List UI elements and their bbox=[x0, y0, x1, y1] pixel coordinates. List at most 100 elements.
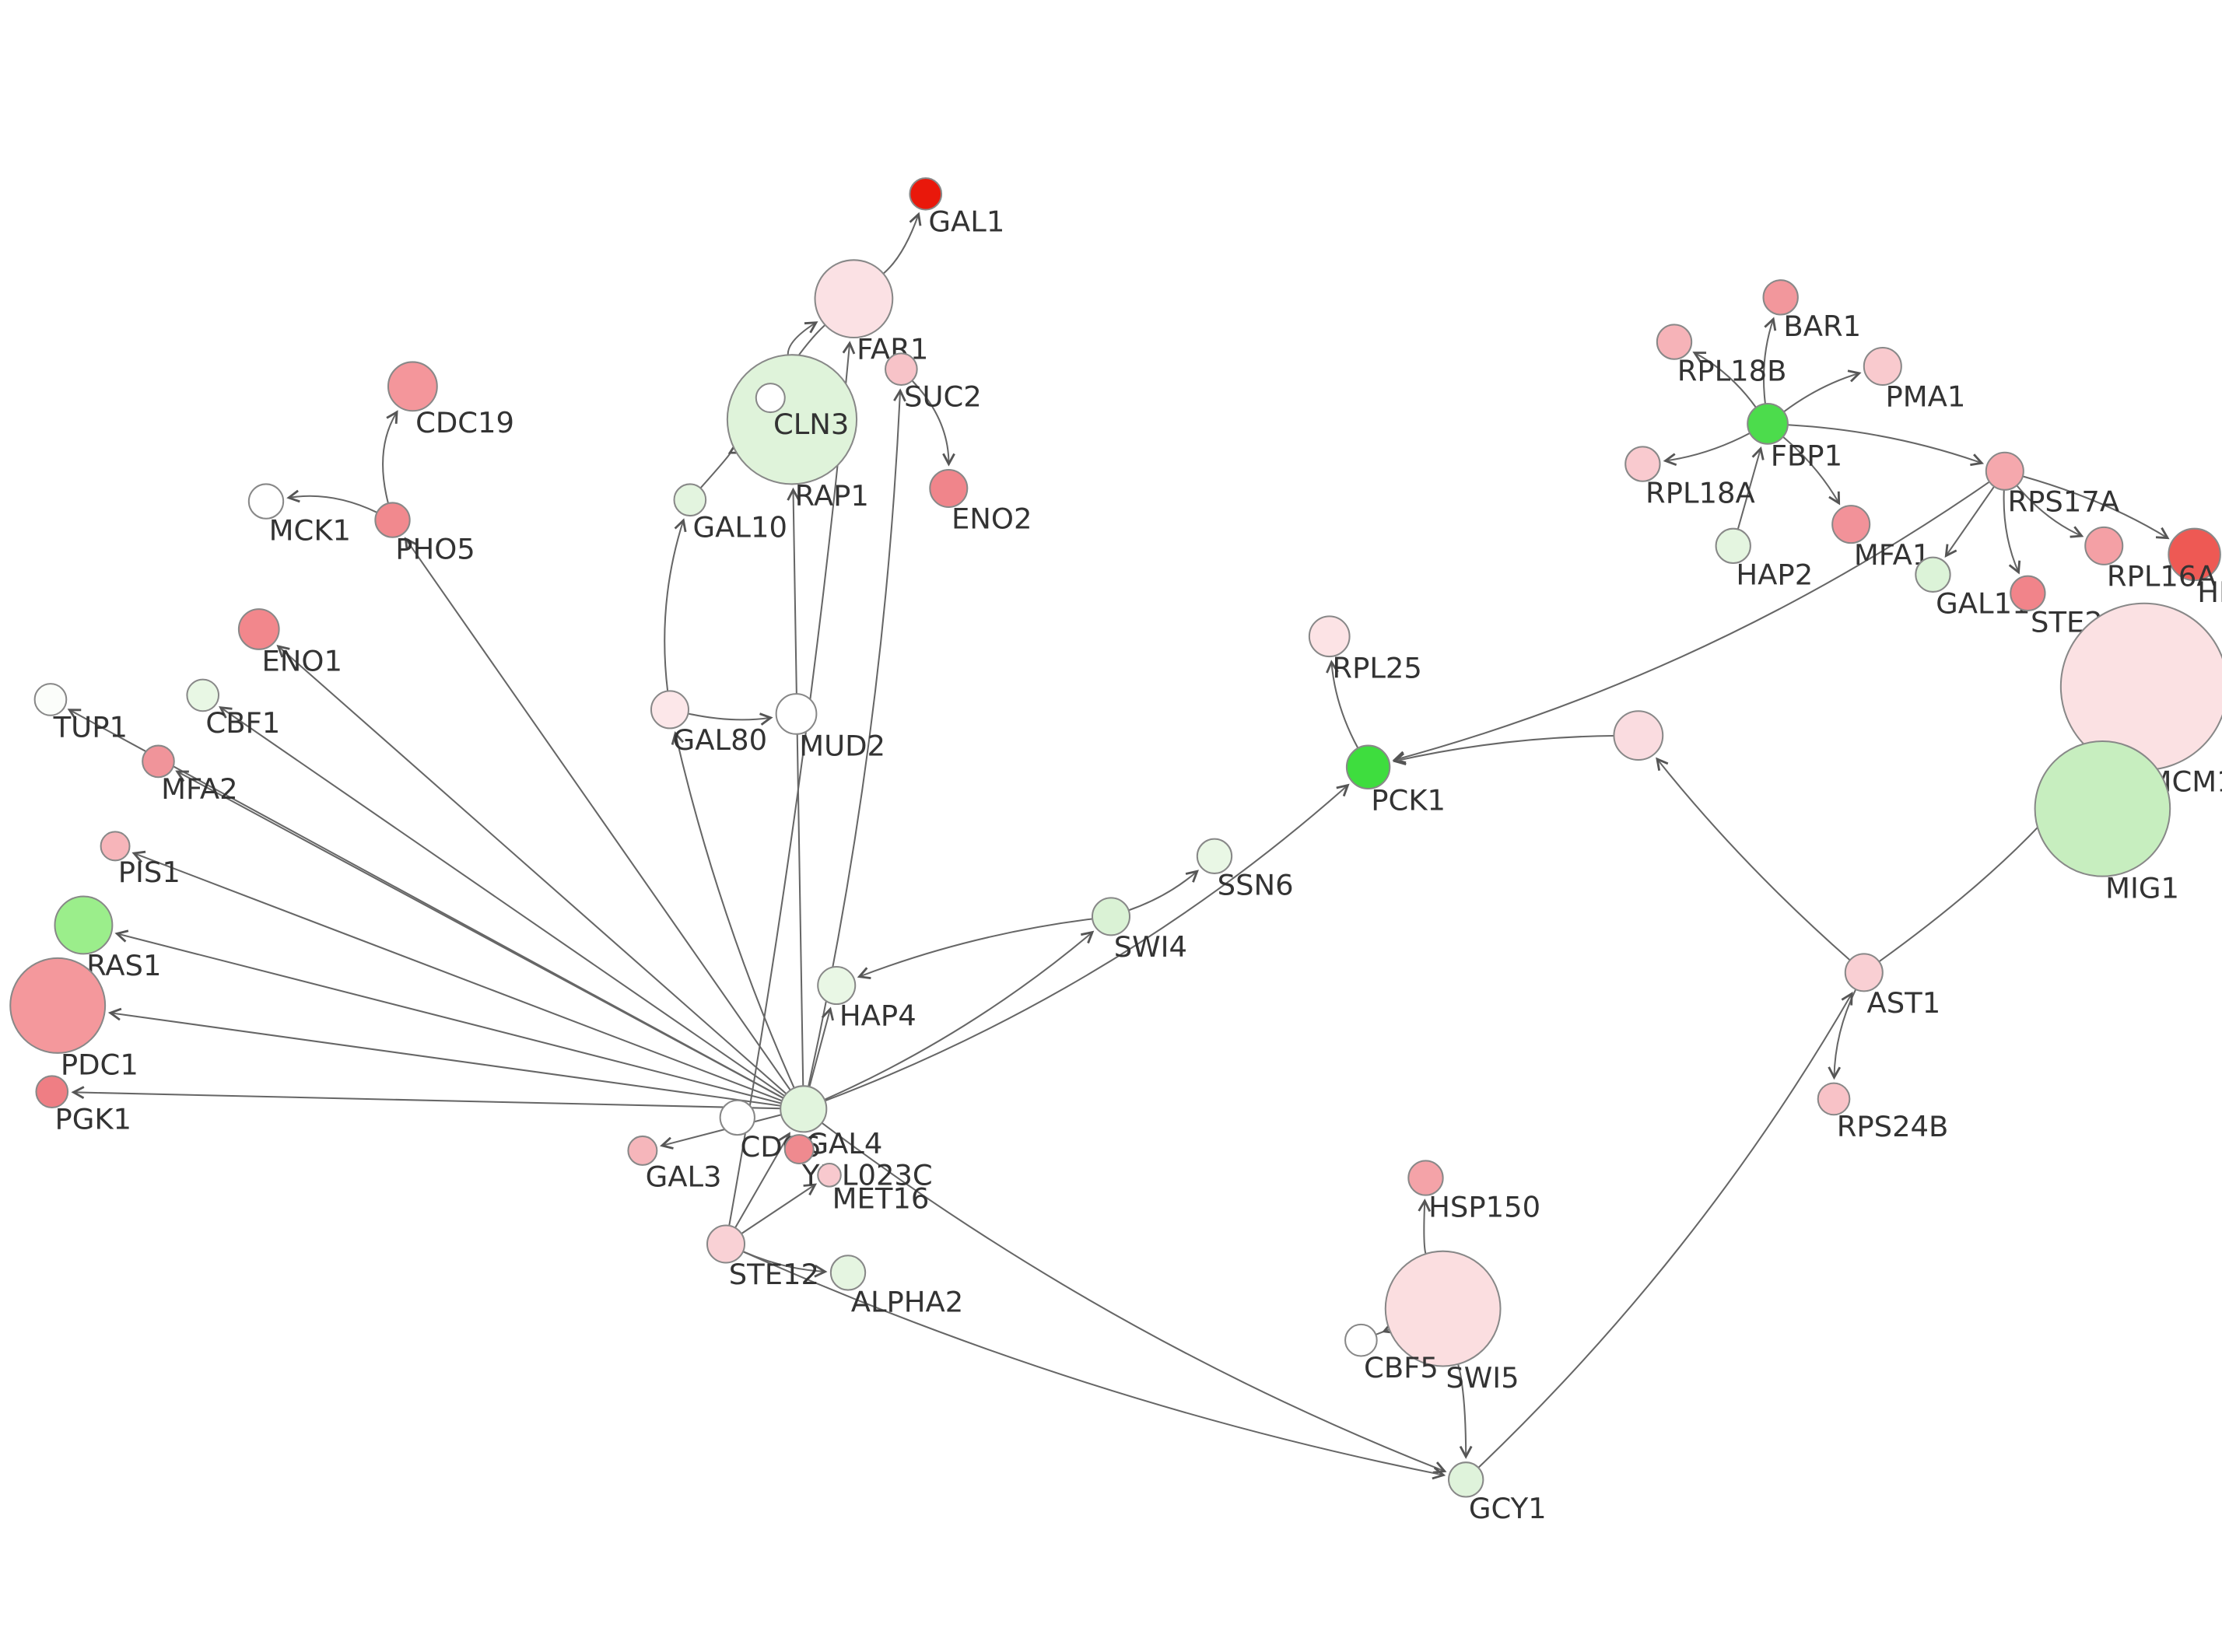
edge-RPS17A-RPL16A[interactable] bbox=[2016, 485, 2084, 538]
node-HIS4[interactable] bbox=[2168, 527, 2221, 582]
edge-SUC2-ENO2[interactable] bbox=[911, 380, 955, 467]
edge-AST1-UNNAMED1[interactable] bbox=[1656, 757, 1851, 961]
node-SWI4[interactable] bbox=[1091, 897, 1131, 936]
edge-GAL4-PGK1[interactable] bbox=[71, 1086, 781, 1110]
node-GAL11[interactable] bbox=[1915, 556, 1951, 593]
edge-GAL10-RAP1[interactable] bbox=[699, 442, 742, 489]
node-MIG1[interactable] bbox=[2034, 740, 2171, 877]
node-PCK1[interactable] bbox=[1345, 744, 1391, 789]
edge-FBP1-RPS17A[interactable] bbox=[1787, 424, 1985, 467]
edge-GAL80-MUD2[interactable] bbox=[688, 712, 773, 726]
edge-GAL4-GCY1[interactable] bbox=[821, 1122, 1447, 1474]
node-GAL4[interactable] bbox=[780, 1085, 828, 1133]
node-HSP150[interactable] bbox=[1407, 1160, 1444, 1196]
node-ENO2[interactable] bbox=[929, 468, 969, 508]
node-MET16[interactable] bbox=[817, 1163, 842, 1188]
edge-STE12-ALPHA2[interactable] bbox=[742, 1251, 828, 1278]
edge-GAL4-PCK1[interactable] bbox=[825, 783, 1350, 1102]
node-FAR1[interactable] bbox=[814, 259, 894, 339]
edge-PHO5-CDC19[interactable] bbox=[382, 410, 398, 504]
node-PDC1[interactable] bbox=[9, 957, 107, 1054]
node-RPL18A[interactable] bbox=[1624, 446, 1661, 482]
edge-FBP1-MFA1[interactable] bbox=[1782, 436, 1841, 506]
node-BAR1[interactable] bbox=[1762, 279, 1799, 316]
node-CDC6[interactable] bbox=[719, 1099, 755, 1136]
edge-STE12-GCY1[interactable] bbox=[742, 1251, 1446, 1480]
node-ENO1[interactable] bbox=[237, 608, 280, 650]
edge-STE12-GAL4[interactable] bbox=[734, 1132, 790, 1229]
node-GAL80[interactable] bbox=[650, 690, 690, 730]
node-GAL10[interactable] bbox=[673, 483, 707, 517]
edge-GAL4-GAL3[interactable] bbox=[660, 1114, 782, 1150]
node-MCK1[interactable] bbox=[247, 483, 285, 520]
edge-GAL4-ENO1[interactable] bbox=[276, 644, 787, 1095]
node-HAP4[interactable] bbox=[817, 965, 857, 1006]
node-CLN3[interactable] bbox=[755, 383, 786, 414]
edge-AST1-RPS24B[interactable] bbox=[1828, 989, 1857, 1080]
node-HAP2[interactable] bbox=[1715, 527, 1751, 565]
edge-GCY1-AST1[interactable] bbox=[1477, 991, 1853, 1468]
node-YDL023C[interactable] bbox=[783, 1134, 815, 1165]
node-STE2[interactable] bbox=[2010, 575, 2046, 611]
edge-GAL4-RAP1[interactable] bbox=[787, 487, 804, 1087]
edge-FBP1-BAR1[interactable] bbox=[1762, 317, 1777, 404]
node-RPS17A[interactable] bbox=[1985, 451, 2024, 491]
node-CBF5[interactable] bbox=[1344, 1323, 1378, 1357]
edge-FAR1-GAL1[interactable] bbox=[882, 212, 922, 275]
node-SUC2[interactable] bbox=[885, 352, 918, 387]
node-RPL16A[interactable] bbox=[2084, 526, 2124, 565]
edge-SWI4-HAP4[interactable] bbox=[857, 918, 1093, 980]
edge-UNNAMED1-PCK1[interactable] bbox=[1392, 734, 1614, 765]
edge-PHO5-MCK1[interactable] bbox=[286, 489, 378, 513]
node-STE12[interactable] bbox=[706, 1224, 746, 1264]
edge-RPS17A-STE2[interactable] bbox=[2003, 489, 2021, 575]
node-GAL3[interactable] bbox=[627, 1135, 658, 1166]
edge-FBP1-PMA1[interactable] bbox=[1783, 369, 1862, 413]
edge-GAL80-GAL10[interactable] bbox=[664, 518, 687, 691]
node-SSN6[interactable] bbox=[1196, 838, 1233, 874]
node-RPL25[interactable] bbox=[1308, 615, 1351, 658]
edge-GAL4-MFA2[interactable] bbox=[175, 770, 784, 1099]
edge-RPS17A-HIS4[interactable] bbox=[2022, 475, 2170, 540]
edge-RAP1-FAR1[interactable] bbox=[787, 321, 818, 355]
edge-FBP1-RPL18A[interactable] bbox=[1663, 432, 1751, 467]
node-RPS24B[interactable] bbox=[1817, 1082, 1851, 1116]
edge-GAL4-GAL80[interactable] bbox=[671, 731, 795, 1089]
node-GCY1[interactable] bbox=[1448, 1461, 1484, 1498]
node-PGK1[interactable] bbox=[35, 1075, 69, 1109]
edge-RPS17A-PCK1[interactable] bbox=[1392, 481, 1990, 764]
node-MUD2[interactable] bbox=[775, 693, 818, 735]
edge-HAP2-FBP1[interactable] bbox=[1737, 446, 1765, 530]
edge-GAL4-PIS1[interactable] bbox=[131, 850, 783, 1102]
node-CBF1[interactable] bbox=[186, 678, 220, 712]
node-AST1[interactable] bbox=[1844, 953, 1884, 992]
node-RPL18B[interactable] bbox=[1656, 324, 1693, 360]
node-FBP1[interactable] bbox=[1747, 402, 1789, 445]
node-GAL1[interactable] bbox=[909, 177, 943, 211]
edge-STE12-MET16[interactable] bbox=[741, 1183, 818, 1234]
edge-SWI5-GCY1[interactable] bbox=[1457, 1363, 1473, 1459]
edge-GAL4-HAP4[interactable] bbox=[808, 1006, 834, 1087]
node-TUP1[interactable] bbox=[33, 683, 68, 716]
node-MFA1[interactable] bbox=[1831, 505, 1871, 544]
node-UNNAMED1[interactable] bbox=[1613, 710, 1664, 761]
edge-GAL4-SWI4[interactable] bbox=[824, 930, 1095, 1101]
edge-FBP1-RPL18B[interactable] bbox=[1692, 352, 1757, 408]
edge-STE12-FAR1[interactable] bbox=[728, 341, 856, 1227]
node-MFA2[interactable] bbox=[142, 744, 175, 779]
edge-RPS17A-GAL11[interactable] bbox=[1944, 485, 1995, 558]
edge-GAL4-CBF1[interactable] bbox=[219, 705, 785, 1097]
node-PIS1[interactable] bbox=[100, 831, 131, 862]
node-PHO5[interactable] bbox=[374, 502, 411, 538]
edge-PCK1-RPL25[interactable] bbox=[1326, 660, 1359, 749]
node-RAP1[interactable] bbox=[726, 354, 858, 485]
node-CDC19[interactable] bbox=[387, 361, 438, 412]
edge-GAL4-PHO5[interactable] bbox=[404, 537, 791, 1091]
node-ALPHA2[interactable] bbox=[829, 1255, 867, 1291]
node-SWI5[interactable] bbox=[1384, 1250, 1502, 1367]
edge-GAL4-RAS1[interactable] bbox=[114, 929, 782, 1104]
edge-SWI4-SSN6[interactable] bbox=[1128, 870, 1199, 912]
node-PMA1[interactable] bbox=[1863, 346, 1902, 387]
edge-GAL4-PDC1[interactable] bbox=[107, 1007, 781, 1107]
